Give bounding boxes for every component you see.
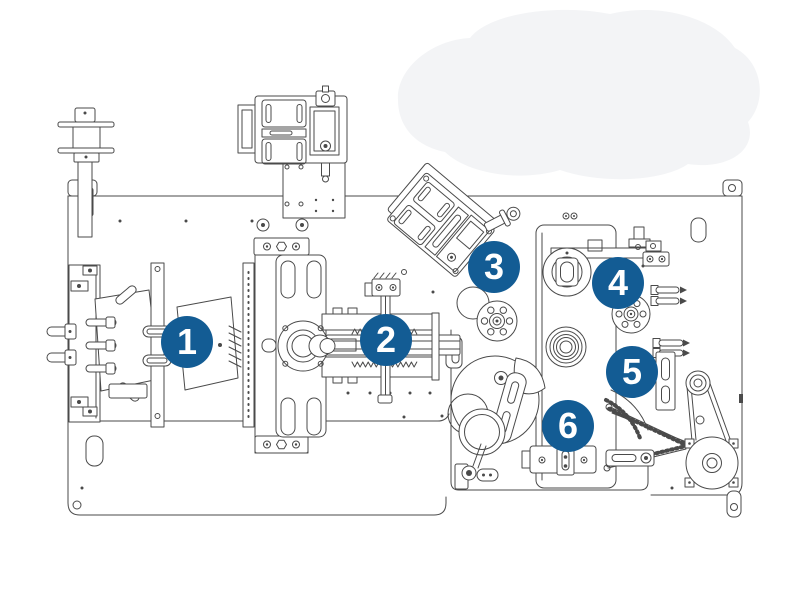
reel-spool-assembly [57,107,115,238]
top-motor-module [237,85,348,232]
watermark-blob [397,9,760,180]
applicator-cylinder [483,206,521,232]
callout-4[interactable]: 4 [592,257,644,309]
callout-6[interactable]: 6 [542,400,594,452]
callout-2[interactable]: 2 [360,314,412,366]
bottom-bracket-assembly [521,445,597,476]
belt-drive [684,370,739,490]
angled-applicator-module [387,162,521,277]
cam-roller-assembly [447,286,546,490]
callout-1[interactable]: 1 [161,316,213,368]
callout-3[interactable]: 3 [468,241,520,293]
callout-5[interactable]: 5 [606,346,658,398]
